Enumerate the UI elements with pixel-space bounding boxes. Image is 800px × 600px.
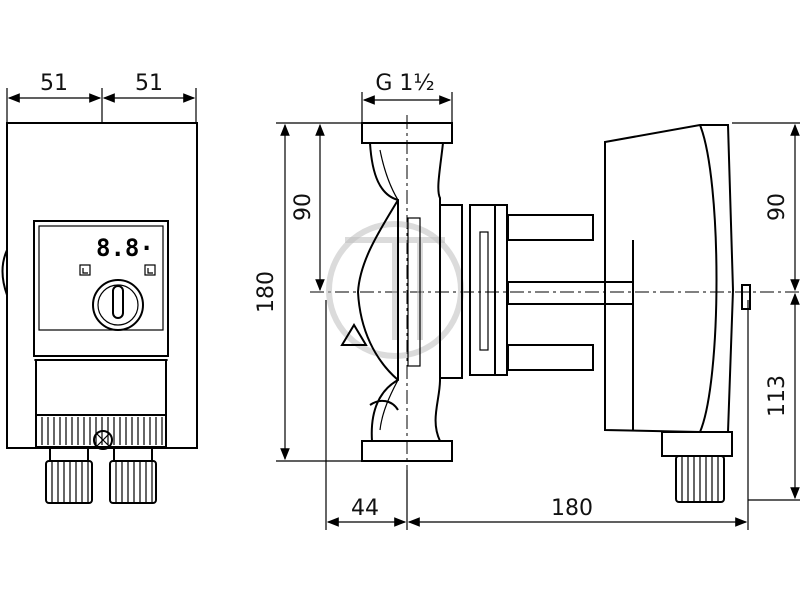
ribbed-base	[35, 414, 167, 448]
cable-gland-right	[109, 446, 157, 504]
housing-side-bulge	[1, 249, 8, 296]
thread-dimension: G 1½	[361, 71, 453, 122]
dim-upper-height-left: 90	[291, 193, 316, 221]
top-flange	[361, 122, 453, 144]
dim-overall-length: 180	[551, 496, 593, 521]
front-width-dimension: 51 51	[6, 71, 197, 122]
terminal-screw	[93, 430, 113, 450]
display-readout: 8.8·	[96, 234, 154, 262]
control-panel-face	[38, 225, 164, 331]
bottom-flange	[361, 440, 453, 462]
control-module	[33, 220, 169, 357]
dim-lower-height-right: 113	[765, 375, 790, 417]
warning-triangle-icon	[340, 323, 368, 346]
dim-connection-thread: G 1½	[375, 71, 434, 96]
dim-front-right-width: 51	[135, 71, 163, 96]
height-dimension-left: 180 90	[254, 122, 362, 462]
motor-housing	[604, 124, 751, 433]
height-dimension-right: 90 113	[732, 122, 800, 501]
dim-front-left-width: 51	[40, 71, 68, 96]
mode-indicator-right-icon	[144, 264, 156, 276]
dim-flange-offset: 44	[351, 496, 379, 521]
base-ribs	[41, 417, 163, 445]
length-dimension-bottom: 44 180	[325, 300, 749, 530]
watermark-logo	[326, 221, 464, 359]
cable-gland-side	[661, 431, 733, 503]
dim-overall-height: 180	[254, 271, 279, 313]
cable-gland-left	[45, 446, 93, 504]
side-view: G 1½ 180 90 90 113 44 180	[254, 71, 800, 530]
pump-body-pipe	[356, 122, 634, 462]
dim-upper-height-right: 90	[765, 193, 790, 221]
control-knob	[92, 279, 144, 331]
control-knob-grip	[112, 285, 124, 319]
mode-indicator-left-icon	[79, 264, 91, 276]
front-view: 51 51 8.8·	[1, 71, 198, 504]
terminal-box	[35, 359, 167, 416]
